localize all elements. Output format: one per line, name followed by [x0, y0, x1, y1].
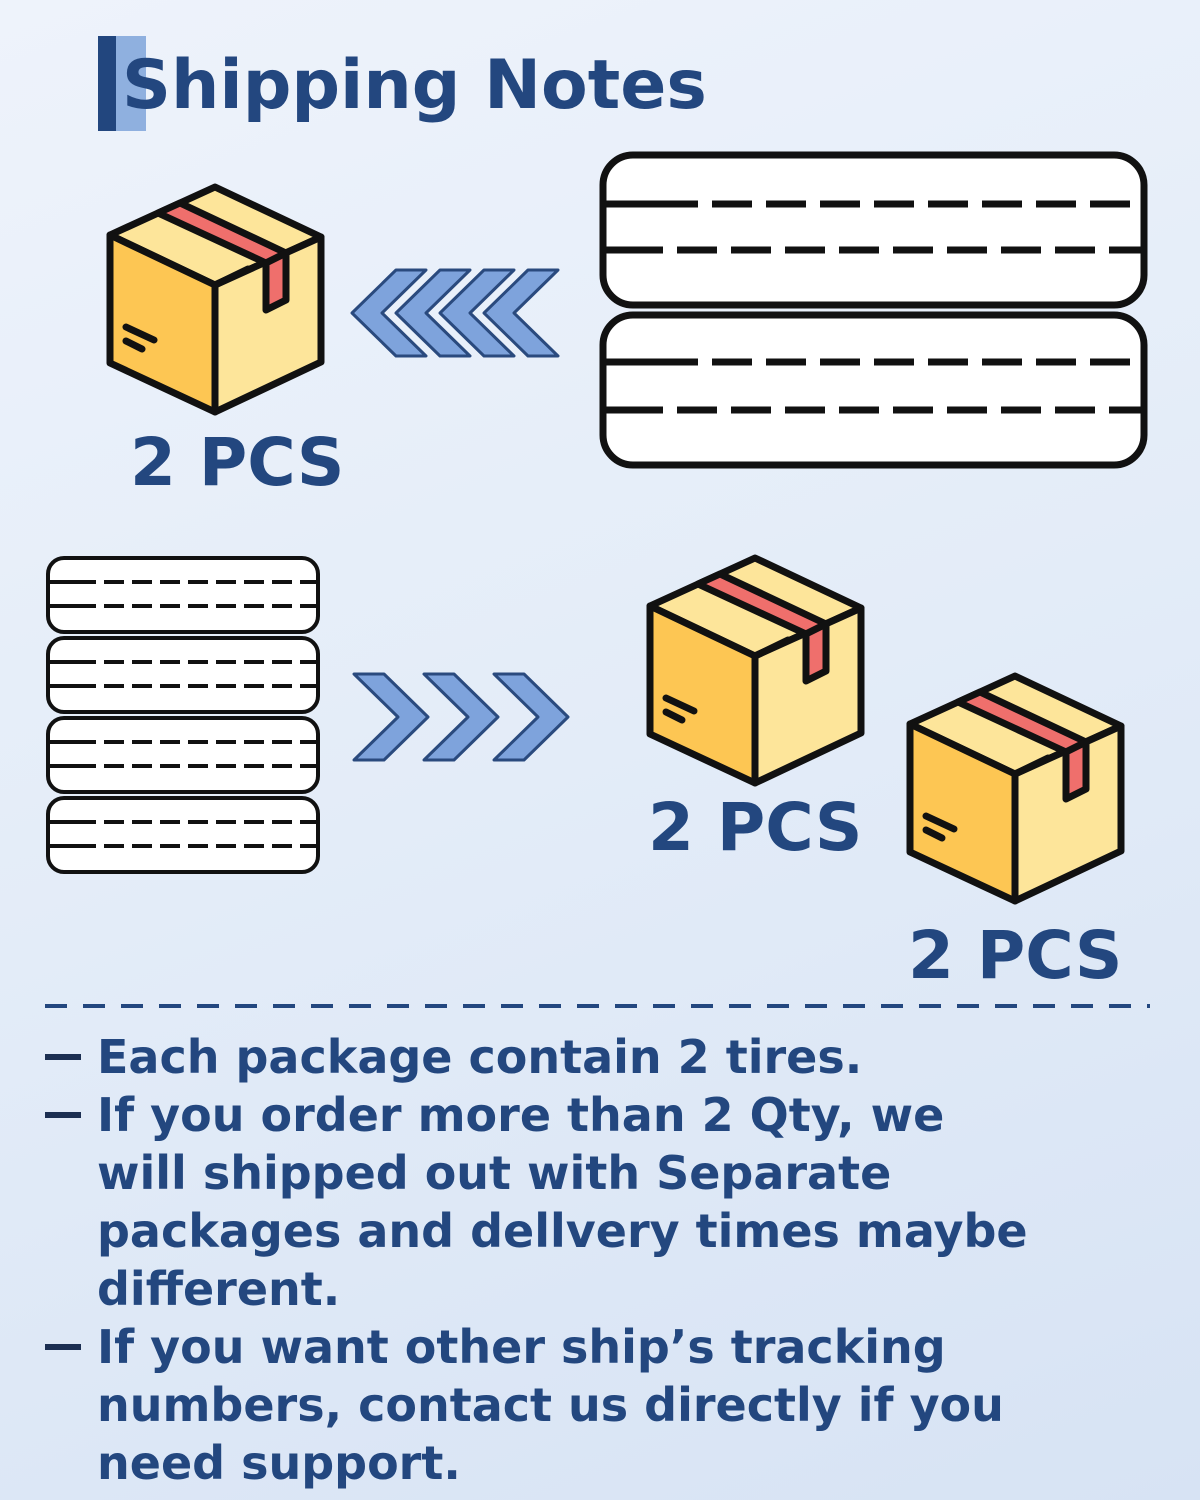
tire-stack-icon: [46, 556, 320, 874]
note-item: If you want other ship’s tracking number…: [45, 1318, 1165, 1492]
box-count-label: 2 PCS: [648, 789, 863, 866]
package-box-icon: [906, 672, 1125, 905]
page-title: Shipping Notes: [122, 46, 707, 125]
note-text: If you order more than 2 Qty, we will sh…: [97, 1088, 1028, 1316]
title-accent-bar: [98, 36, 148, 131]
note-item: If you order more than 2 Qty, we will sh…: [45, 1086, 1165, 1318]
note-text: Each package contain 2 tires.: [97, 1030, 863, 1084]
note-item: Each package contain 2 tires.: [45, 1028, 1165, 1086]
bullet-dash-icon: [45, 1054, 81, 1060]
arrow-right-icon: [352, 672, 570, 762]
arrow-left-icon: [350, 268, 560, 358]
dashed-divider: [45, 1004, 1150, 1008]
package-box-icon: [106, 183, 325, 416]
tire-pair-icon: [599, 151, 1148, 469]
bullet-dash-icon: [45, 1344, 81, 1350]
box-count-label: 2 PCS: [130, 424, 345, 501]
note-text: If you want other ship’s tracking number…: [97, 1320, 1004, 1490]
package-box-icon: [646, 554, 865, 787]
box-count-label: 2 PCS: [908, 917, 1123, 994]
bullet-dash-icon: [45, 1112, 81, 1118]
